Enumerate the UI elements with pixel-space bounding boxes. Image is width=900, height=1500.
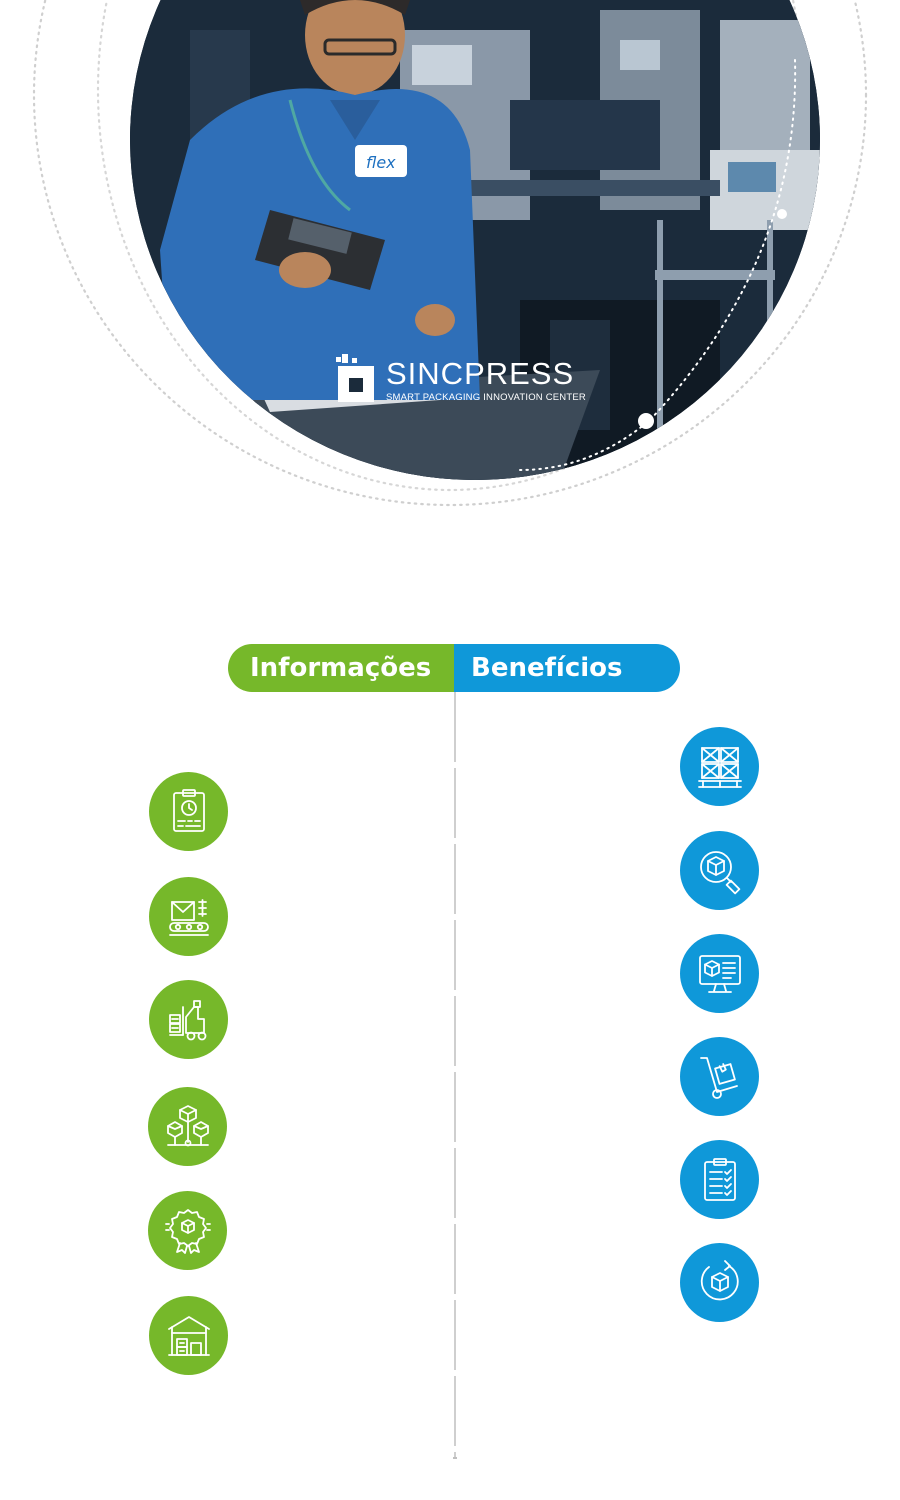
tab-informacoes[interactable]: Informações xyxy=(228,644,454,692)
sincpress-logo-mark xyxy=(336,354,374,402)
benefit-item-2[interactable] xyxy=(680,831,759,910)
checklist-icon xyxy=(703,1157,736,1201)
quality-badge-icon xyxy=(164,1208,211,1254)
info-item-2[interactable] xyxy=(149,877,228,956)
benefit-item-3[interactable] xyxy=(680,934,759,1013)
info-item-6[interactable] xyxy=(149,1296,228,1375)
logo-tagline: SMART PACKAGING INNOVATION CENTER xyxy=(386,392,586,403)
hand-truck-icon xyxy=(699,1056,738,1099)
clipboard-clock-icon xyxy=(172,788,205,832)
benefit-item-5[interactable] xyxy=(680,1140,759,1219)
benefit-item-1[interactable] xyxy=(680,727,759,806)
section-tabs: Informações Benefícios xyxy=(228,644,680,692)
hero-photo: flex xyxy=(130,0,820,480)
benefit-item-4[interactable] xyxy=(680,1037,759,1116)
box-cycle-icon xyxy=(700,1259,739,1300)
box-network-icon xyxy=(166,1104,209,1146)
conveyor-package-icon xyxy=(168,898,209,936)
hero-section: flex SINCPRESS SMART PACKAGING INNOVATIO… xyxy=(0,0,900,520)
pallet-boxes-icon xyxy=(697,746,742,788)
info-item-4[interactable] xyxy=(148,1087,227,1166)
box-search-icon xyxy=(699,850,740,894)
info-item-3[interactable] xyxy=(149,980,228,1059)
timeline-divider xyxy=(453,692,457,1459)
tab-beneficios[interactable]: Benefícios xyxy=(454,644,680,692)
logo-name: SINCPRESS xyxy=(386,356,575,391)
sincpress-logo: SINCPRESS SMART PACKAGING INNOVATION CEN… xyxy=(336,354,606,406)
benefit-item-6[interactable] xyxy=(680,1243,759,1322)
warehouse-icon xyxy=(167,1315,210,1356)
flex-badge-text: flex xyxy=(366,153,396,172)
forklift-boxes-icon xyxy=(168,999,206,1040)
monitor-box-icon xyxy=(698,954,741,993)
info-item-1[interactable] xyxy=(149,772,228,851)
info-item-5[interactable] xyxy=(148,1191,227,1270)
